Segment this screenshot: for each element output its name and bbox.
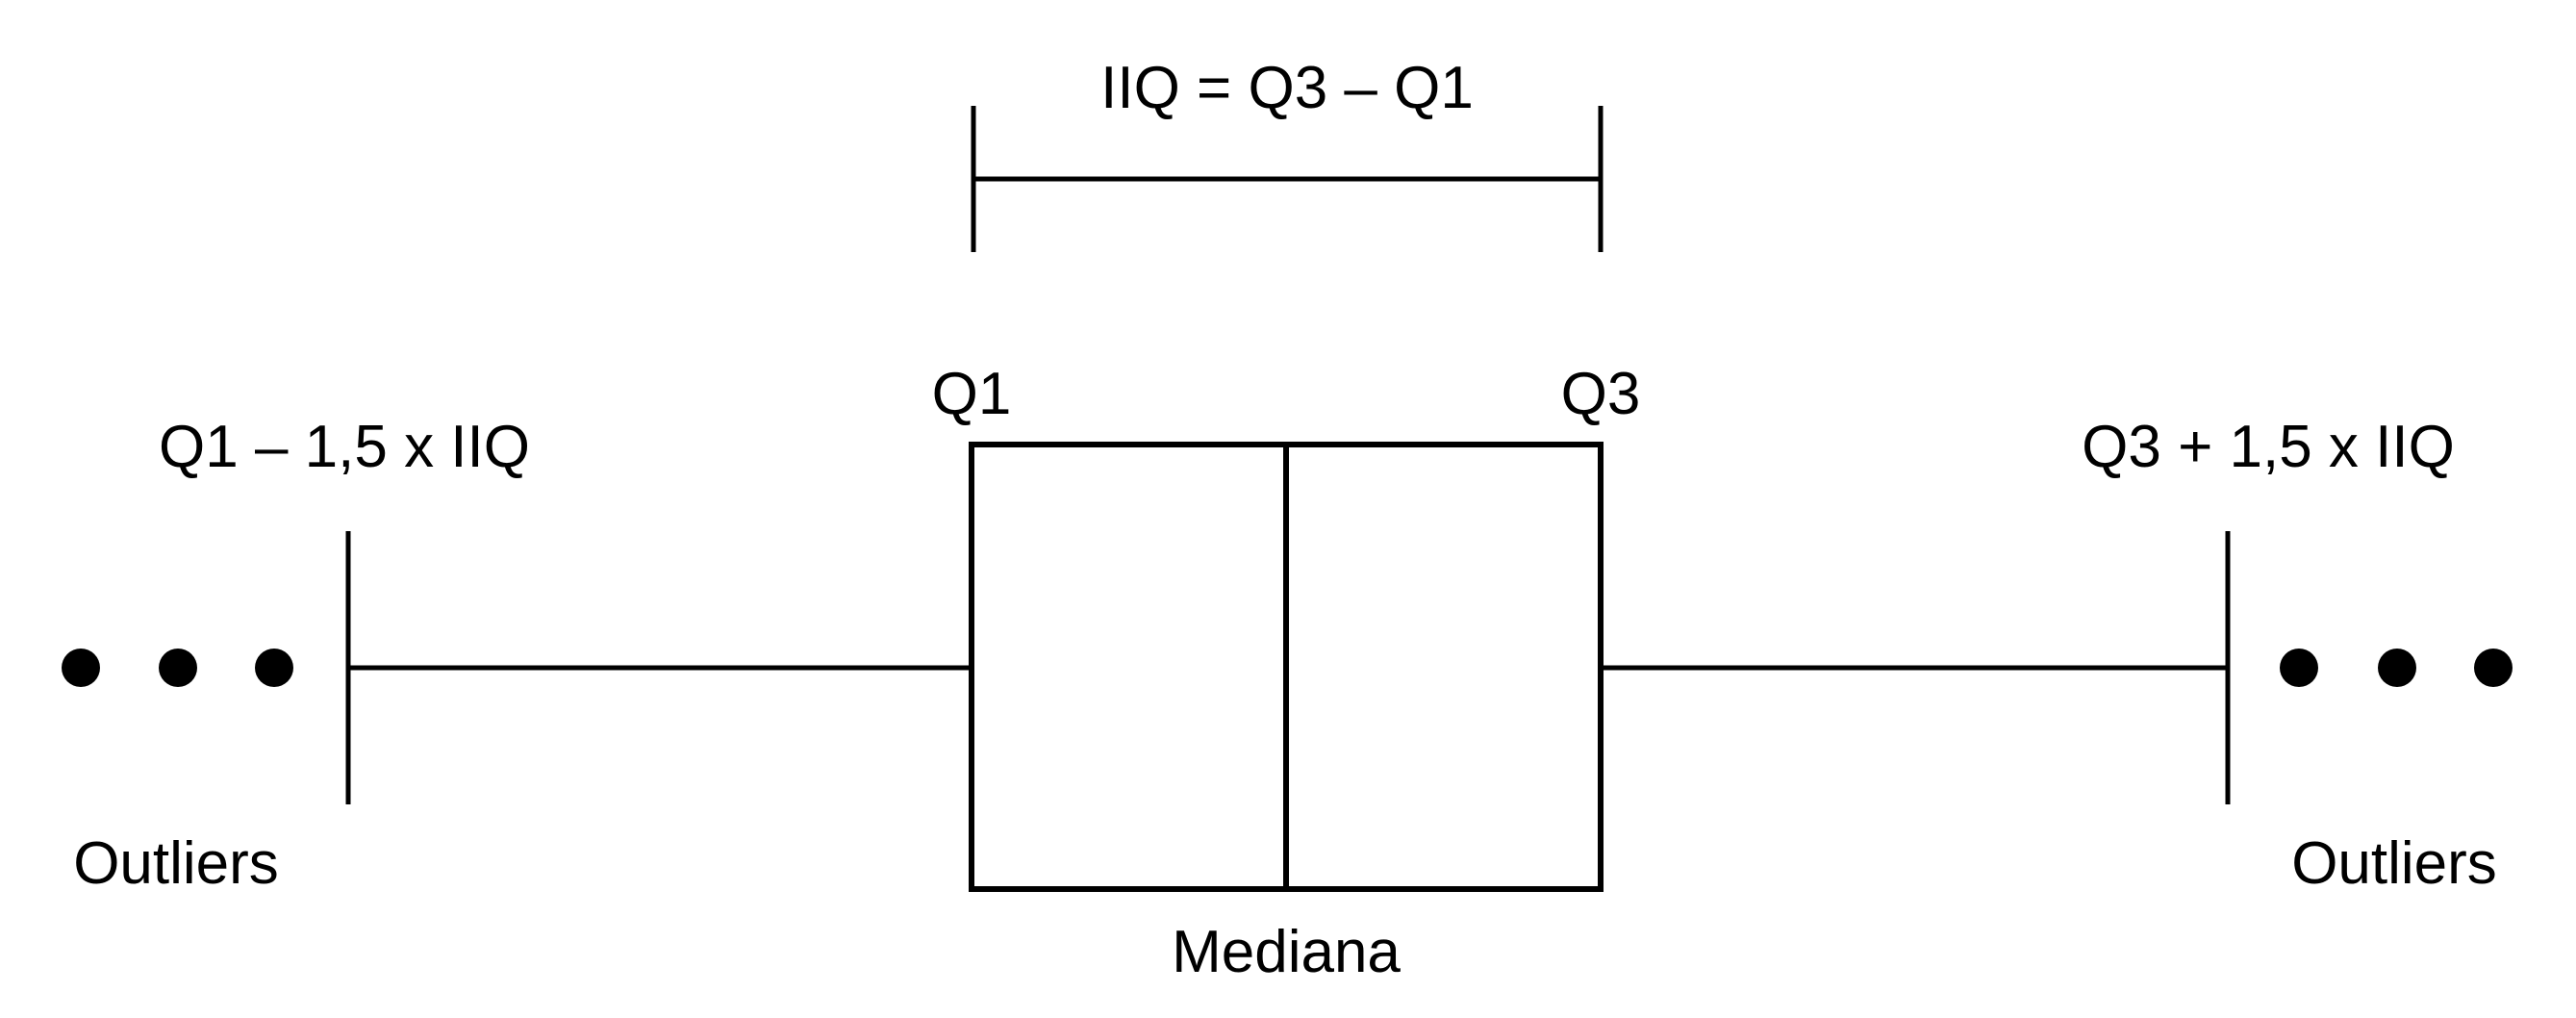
iqr-formula-label: IIQ = Q3 – Q1 [1100, 55, 1474, 121]
outlier-dot [255, 649, 293, 687]
outliers-left-label: Outliers [73, 830, 279, 897]
q3-label: Q3 [1561, 361, 1641, 427]
lower-fence-label: Q1 – 1,5 x IIQ [159, 414, 530, 480]
outlier-dot [2474, 649, 2513, 687]
iqr-bracket [971, 106, 1604, 252]
outliers-right-dots [2280, 649, 2513, 687]
q1-label: Q1 [932, 361, 1012, 427]
outlier-dot [2280, 649, 2318, 687]
outliers-left-dots [62, 649, 293, 687]
upper-fence-label: Q3 + 1,5 x IIQ [2082, 414, 2455, 480]
outliers-right-label: Outliers [2291, 830, 2497, 897]
outlier-dot [159, 649, 197, 687]
median-label: Mediana [1172, 919, 1401, 985]
outlier-dot [2378, 649, 2416, 687]
outlier-dot [62, 649, 100, 687]
